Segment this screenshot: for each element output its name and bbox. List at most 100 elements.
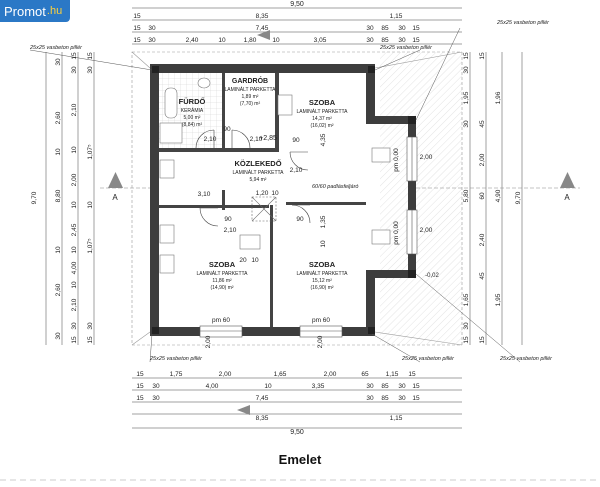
room-szoba2-name: SZOBA <box>209 260 236 269</box>
dim-bot-r3-2: 7,45 <box>256 395 269 402</box>
dim-top-r4-5: 10 <box>272 37 280 44</box>
dim-left-c3-12: 15 <box>71 336 78 344</box>
inner-dim-11: 10 <box>251 257 259 264</box>
dim-top-r4-1: 30 <box>148 37 156 44</box>
dim-bot-r2-8: 15 <box>412 383 420 390</box>
exterior-walls <box>150 64 416 336</box>
dim-left-c3-11: 30 <box>71 322 78 330</box>
dim-right-total: 9,70 <box>515 191 522 204</box>
inner-dim-9: 10 <box>320 240 327 248</box>
dim-bot-r2-5: 30 <box>366 383 374 390</box>
dim-top-r3-0: 15 <box>133 25 141 32</box>
window-dim-1: 2,00 <box>420 154 433 161</box>
inner-dim-8: 1,35 <box>320 215 327 228</box>
dim-top-r4-10: 15 <box>412 37 420 44</box>
dim-bot-r3-3: 30 <box>366 395 374 402</box>
dim-top-r2-2: 1,15 <box>390 13 403 20</box>
dim-right-c4-6: 15 <box>479 336 486 344</box>
dim-left-c2-4: 10 <box>55 246 62 254</box>
dim-right-c2-1: 30 <box>463 66 470 74</box>
dim-top-r4-9: 30 <box>398 37 406 44</box>
room-szoba2-perim: (14,90) m² <box>210 285 233 291</box>
pillar-label-tc: 25x25 vasbeton pillér <box>379 45 433 51</box>
dimension-lines-left <box>45 52 95 345</box>
room-kozlekedo-area: 5,94 m² <box>250 177 267 183</box>
dim-bot-r3-6: 15 <box>412 395 420 402</box>
dim-left-c2-3: 8,80 <box>55 189 62 202</box>
dim-left-c4-0: 15 <box>87 52 94 60</box>
room-gardrob-perim: (7,70) m² <box>240 101 261 107</box>
room-szoba1-floor: LAMINÁLT PARKETTA <box>296 108 348 115</box>
inner-dim-door-90: 90 <box>224 216 232 223</box>
dim-left-c4-3: 10 <box>87 201 94 209</box>
dim-right-c4-4: 2,40 <box>479 233 486 246</box>
dim-left-c4-5: 30 <box>87 322 94 330</box>
room-szoba2-area: 11,86 m² <box>212 278 232 284</box>
furniture <box>159 77 391 274</box>
dim-left-c4-2: 1,07⁵ <box>87 144 94 160</box>
drawing-caption: Emelet <box>278 452 322 467</box>
dim-left-c2-0: 30 <box>55 58 62 66</box>
dim-right-c2-3: 30 <box>463 120 470 128</box>
dim-bot-r2-3: 10 <box>264 383 272 390</box>
window-pm-lower: pm 0,00 <box>393 221 400 245</box>
dim-left-c3-7: 10 <box>71 246 78 254</box>
dim-left-c3-10: 2,10 <box>71 298 78 311</box>
dimension-lines-top <box>132 7 462 45</box>
dim-bot-r3-0: 15 <box>136 395 144 402</box>
dim-bot-r4-1: 1,15 <box>390 415 403 422</box>
dim-bot-r2-6: 85 <box>381 383 389 390</box>
doors <box>195 129 311 227</box>
pillar-label-tl: 25x25 vasbeton pillér <box>29 45 83 51</box>
dim-left-total: 9,70 <box>31 191 38 204</box>
dim-bot-r1-4: 2,00 <box>324 371 337 378</box>
dim-top-r2-1: 8,35 <box>256 13 269 20</box>
room-furdo-area: 5,00 m² <box>184 115 201 121</box>
level-mark: +2,85 <box>259 135 277 142</box>
window-pm60-right: pm 60 <box>312 317 330 324</box>
inner-dim-12: 2,10 <box>224 227 237 234</box>
dim-right-c4-3: 60 <box>479 192 486 200</box>
dim-bot-r1-6: 1,15 <box>386 371 399 378</box>
room-szoba3-perim: (16,90) m² <box>310 285 333 291</box>
attic-hatch <box>251 196 277 222</box>
dim-left-c3-0: 15 <box>71 52 78 60</box>
brand-logo: Promot.hu <box>0 0 71 22</box>
dim-left-c3-1: 30 <box>71 66 78 74</box>
pillar-leaders <box>29 27 521 363</box>
window-dim-2: 2,00 <box>420 227 433 234</box>
dim-right-c4-1: 45 <box>479 120 486 128</box>
dim-top-r3-3: 30 <box>366 25 374 32</box>
dim-left-c2-6: 30 <box>55 332 62 340</box>
dim-top-r3-6: 15 <box>412 25 420 32</box>
inner-dim-13: 2,10 <box>290 167 303 174</box>
dim-bot-r4-0: 8,35 <box>256 415 269 422</box>
dimension-lines-bottom <box>132 377 462 429</box>
room-furdo-name: FÜRDŐ <box>179 97 206 106</box>
dim-right-c2-2: 1,95 <box>463 91 470 104</box>
dim-top-r4-0: 15 <box>133 37 141 44</box>
dim-bot-r1-0: 15 <box>136 371 144 378</box>
inner-dim-6: 3,10 <box>198 191 211 198</box>
dim-top-r3-5: 30 <box>398 25 406 32</box>
room-szoba3-name: SZOBA <box>309 260 336 269</box>
section-label-left: A <box>112 193 118 202</box>
dim-bot-r3-1: 30 <box>152 395 160 402</box>
dim-top-r3-4: 85 <box>381 25 389 32</box>
dim-right-c2-4: 5,80 <box>463 189 470 202</box>
window-dim-3: 2,00 <box>205 335 212 348</box>
room-gardrob-area: 1,89 m² <box>242 94 259 100</box>
dim-right-c3-1: 4,90 <box>495 189 502 202</box>
dim-left-c3-6: 2,45 <box>71 223 78 236</box>
inner-dim-5: 10 <box>271 190 279 197</box>
window-dim-4: 2,00 <box>317 335 324 348</box>
dim-top-r4-8: 85 <box>381 37 389 44</box>
dim-bot-r1-1: 1,75 <box>170 371 183 378</box>
inner-dim-4: 1,20 <box>256 190 269 197</box>
dim-top-r3-1: 30 <box>148 25 156 32</box>
dim-right-c2-7: 15 <box>463 336 470 344</box>
inner-dim-0: 2,10 <box>204 136 217 143</box>
level-mark-2: -0,02 <box>425 273 439 279</box>
section-label-right: A <box>564 193 570 202</box>
